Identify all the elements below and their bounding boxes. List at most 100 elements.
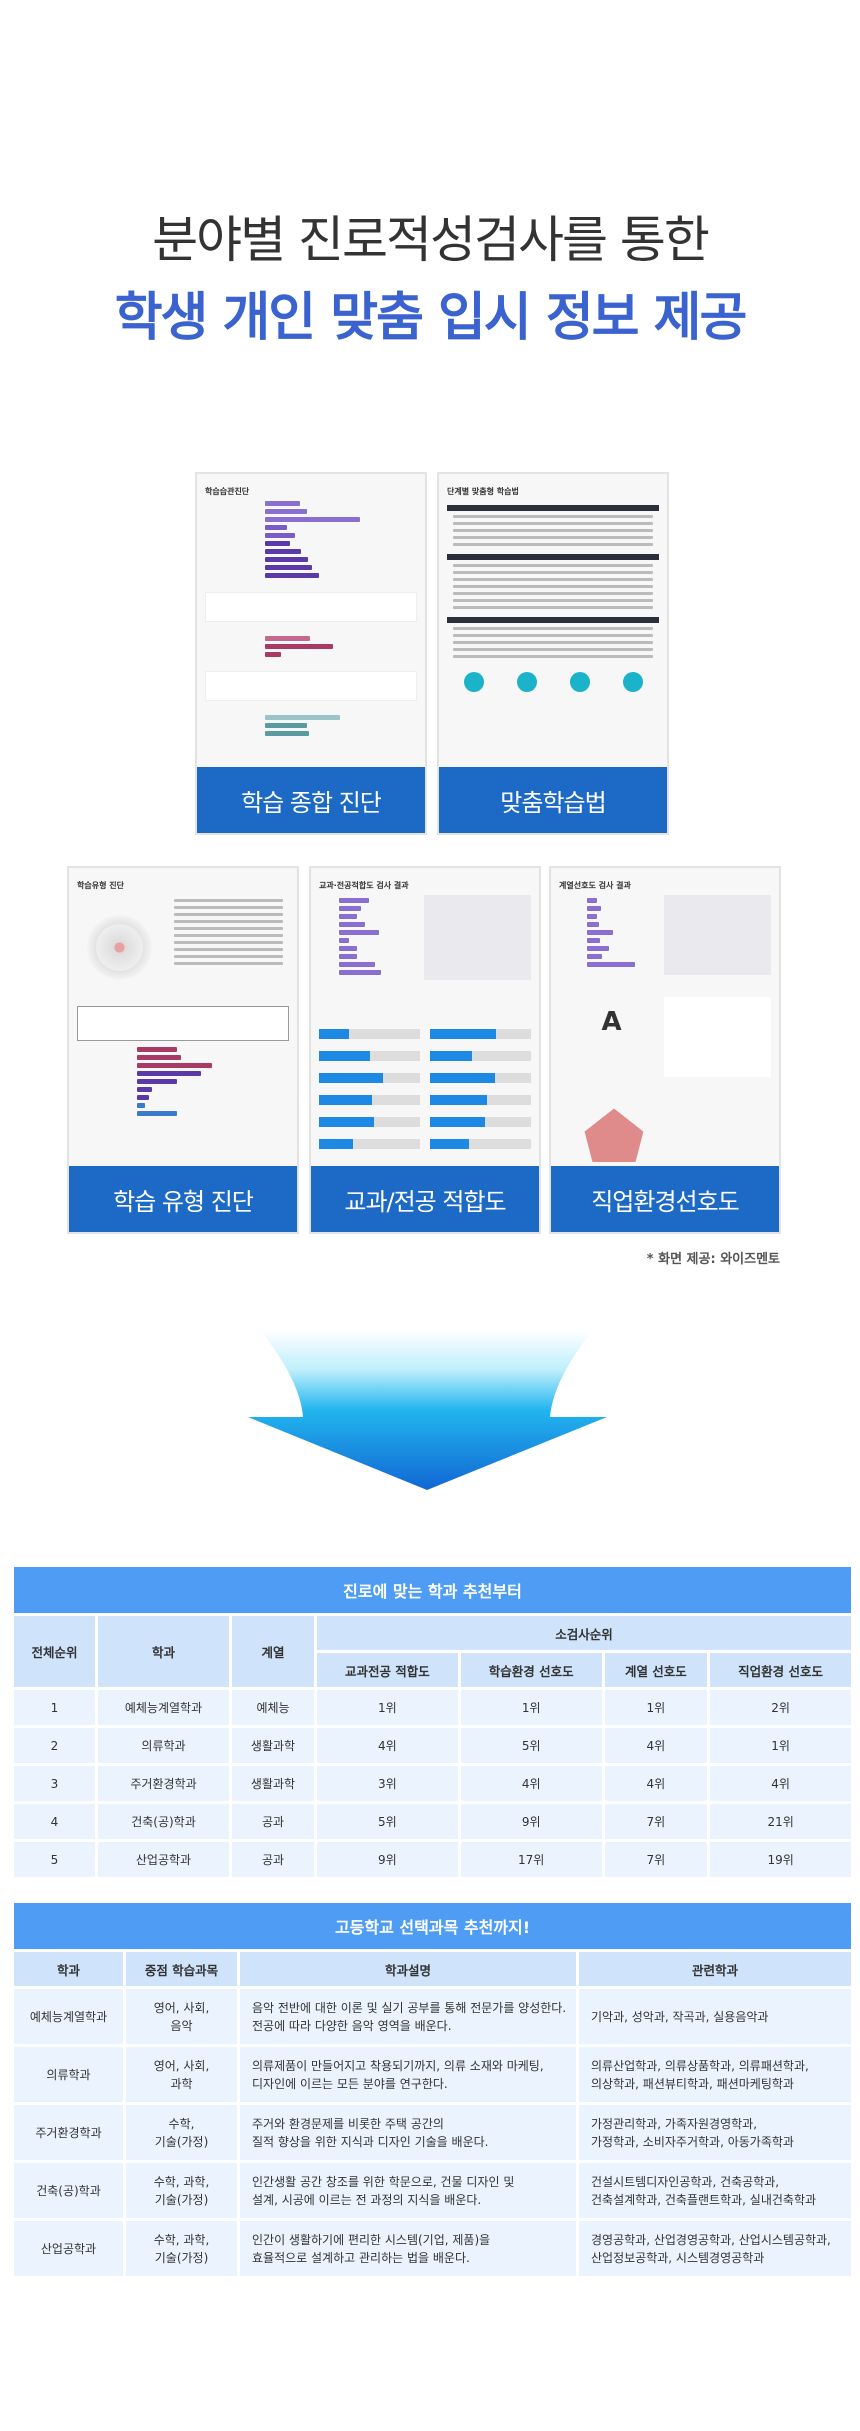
subjects-line: 기술(가정) [154, 2134, 209, 2149]
table-cell: 수학, 과학,기술(가정) [126, 2163, 237, 2218]
dept-name: 주거환경학과 [35, 2125, 102, 2140]
report-preview: 학습유형 진단 [77, 876, 289, 1162]
table-cell: 1 [14, 1690, 95, 1725]
table-cell: 가정관리학과, 가족자원경영학과,가정학과, 소비자주거학과, 아동가족학과 [579, 2105, 851, 2160]
preview-heading: 계열선호도 검사 결과 [559, 881, 631, 890]
table-cell: 공과 [232, 1842, 314, 1877]
preview-heading: 교과·전공적합도 검사 결과 [319, 881, 409, 890]
table-cell: 4위 [460, 1766, 602, 1801]
card-learning-type: 학습유형 진단 학습 유형 진단 [67, 866, 299, 1234]
table-cell: 산업공학과 [98, 1842, 229, 1877]
table-cell: 5위 [460, 1728, 602, 1763]
preview-heading: 학습유형 진단 [77, 881, 124, 890]
table-cell: 음악 전반에 대한 이론 및 실기 공부를 통해 전문가를 양성한다. 전공에 따… [240, 1989, 576, 2044]
related-line: 가정관리학과, 가족자원경영학과, [591, 2116, 758, 2131]
card-custom-study: 단계별 맞춤형 학습법 맞춤학습법 [437, 472, 669, 835]
card-learning-overall: 학습습관진단 학습 종합 진단 [195, 472, 427, 835]
headline-line1: 분야별 진로적성검사를 통한 [152, 211, 710, 269]
subjects-line: 수학, 과학, [153, 2232, 210, 2247]
table-cell: 영어, 사회, 과학 [126, 2047, 237, 2102]
dept-name: 건축(공)학과 [36, 2183, 101, 2198]
report-preview: 학습습관진단 [205, 482, 417, 763]
card-caption: 교과/전공 적합도 [311, 1166, 539, 1232]
desc-line: 음악 전반에 대한 이론 및 실기 공부를 통해 전문가를 양성한다. [252, 2000, 567, 2015]
col-header: 계열 [232, 1616, 314, 1687]
table-cell: 9위 [317, 1842, 458, 1877]
table-cell: 19위 [710, 1842, 851, 1877]
table-cell: 수학, 과학, 기술(가정) [126, 2221, 237, 2276]
table-cell: 4위 [604, 1766, 708, 1801]
desc-line: 인간생활 공간 창조를 위한 학문으로, 건물 디자인 및 [252, 2174, 515, 2189]
table-cell: 예체능계열학과 [98, 1690, 229, 1725]
col-header: 소검사순위 [317, 1616, 851, 1650]
table-cell: 4위 [604, 1728, 708, 1763]
table-title: 고등학교 선택과목 추천까지! [14, 1903, 851, 1949]
table-cell: 4위 [317, 1728, 458, 1763]
table-cell: 1위 [317, 1690, 458, 1725]
desc-line: 인간이 생활하기에 편리한 시스템(기업, 제품)을 [252, 2232, 491, 2247]
card-caption: 직업환경선호도 [551, 1166, 779, 1232]
preview-heading: 단계별 맞춤형 학습법 [447, 487, 519, 496]
desc-line: 효율적으로 설계하고 관리하는 법을 배운다. [252, 2250, 470, 2265]
dept-name: 의류학과 [46, 2067, 91, 2082]
subjects-line: 기술(가정) [154, 2250, 209, 2265]
col-header: 중점 학습과목 [126, 1952, 237, 1986]
subjects-line: 영어, 사회, [153, 2058, 210, 2073]
table-cell: 5 [14, 1842, 95, 1877]
table-cell: 생활과학 [232, 1728, 314, 1763]
report-preview: 단계별 맞춤형 학습법 [447, 482, 659, 763]
desc-line: 디자인에 이르는 모든 분야를 연구한다. [252, 2076, 448, 2091]
related-line: 기악과, 성악과, 작곡과, 실용음악과 [591, 2009, 769, 2024]
desc-line: 설계, 시공에 이르는 전 과정의 지식을 배운다. [252, 2192, 482, 2207]
subjects-line: 과학 [170, 2076, 193, 2091]
card-caption: 학습 유형 진단 [69, 1166, 297, 1232]
department-recommendation-table: 진로에 맞는 학과 추천부터 전체순위 학과 계열 소검사순위 교과전공 적합도… [11, 1564, 854, 1880]
table-cell: 기악과, 성악과, 작곡과, 실용음악과 [579, 1989, 851, 2044]
col-header: 학과 [98, 1616, 229, 1687]
table-cell: 4 [14, 1804, 95, 1839]
desc-line: 의류제품이 만들어지고 착용되기까지, 의류 소재와 마케팅, [252, 2058, 544, 2073]
table-cell: 건설시트템디자인공학과, 건축공학과,건축설계학과, 건축플랜트학과, 실내건축… [579, 2163, 851, 2218]
table-cell: 생활과학 [232, 1766, 314, 1801]
card-job-environment: 계열선호도 검사 결과 A 직업환경선호도 [549, 866, 781, 1234]
headline-line2: 학생 개인 맞춤 입시 정보 제공 [114, 288, 748, 348]
report-preview: 계열선호도 검사 결과 A [559, 876, 771, 1162]
table-cell: 영어, 사회,음악 [126, 1989, 237, 2044]
subjects-line: 수학, [168, 2116, 195, 2131]
table-cell: 9위 [460, 1804, 602, 1839]
col-header: 계열 선호도 [604, 1653, 708, 1687]
table-cell: 의류학과 [98, 1728, 229, 1763]
table-cell: 21위 [710, 1804, 851, 1839]
table-cell: 1위 [460, 1690, 602, 1725]
report-preview: 교과·전공적합도 검사 결과 [319, 876, 531, 1162]
col-header: 학과 [14, 1952, 123, 1986]
subjects-line: 수학, 과학, [153, 2174, 210, 2189]
table-cell: 건축(공)학과 [98, 1804, 229, 1839]
elective-subject-table: 고등학교 선택과목 추천까지! 학과 중점 학습과목 학과설명 관련학과 예체능… [11, 1900, 854, 2279]
dept-name: 산업공학과 [40, 2241, 97, 2256]
table-row: 산업공학과 수학, 과학, 기술(가정) 인간이 생활하기에 편리한 시스템(기업, … [14, 2221, 851, 2276]
dept-name: 예체능계열학과 [29, 2009, 108, 2024]
related-line: 건설시트템디자인공학과, 건축공학과, [591, 2174, 780, 2189]
table-cell: 2위 [710, 1690, 851, 1725]
desc-line: 주거와 환경문제를 비롯한 주택 공간의 [252, 2116, 444, 2131]
table-cell: 1위 [710, 1728, 851, 1763]
card-subject-fit: 교과·전공적합도 검사 결과 교과/전공 적합도 [309, 866, 541, 1234]
table-cell: 산업공학과 [14, 2221, 123, 2276]
col-header: 전체순위 [14, 1616, 95, 1687]
desc-line: 전공에 따라 다양한 음악 영역을 배운다. [252, 2018, 452, 2033]
col-header: 관련학과 [579, 1952, 851, 1986]
related-line: 의류산업학과, 의류상품학과, 의류패션학과, [591, 2058, 809, 2073]
table-cell: 2 [14, 1728, 95, 1763]
table-cell: 5위 [317, 1804, 458, 1839]
table-cell: 3위 [317, 1766, 458, 1801]
related-line: 산업정보공학과, 시스템경영공학과 [591, 2250, 765, 2265]
